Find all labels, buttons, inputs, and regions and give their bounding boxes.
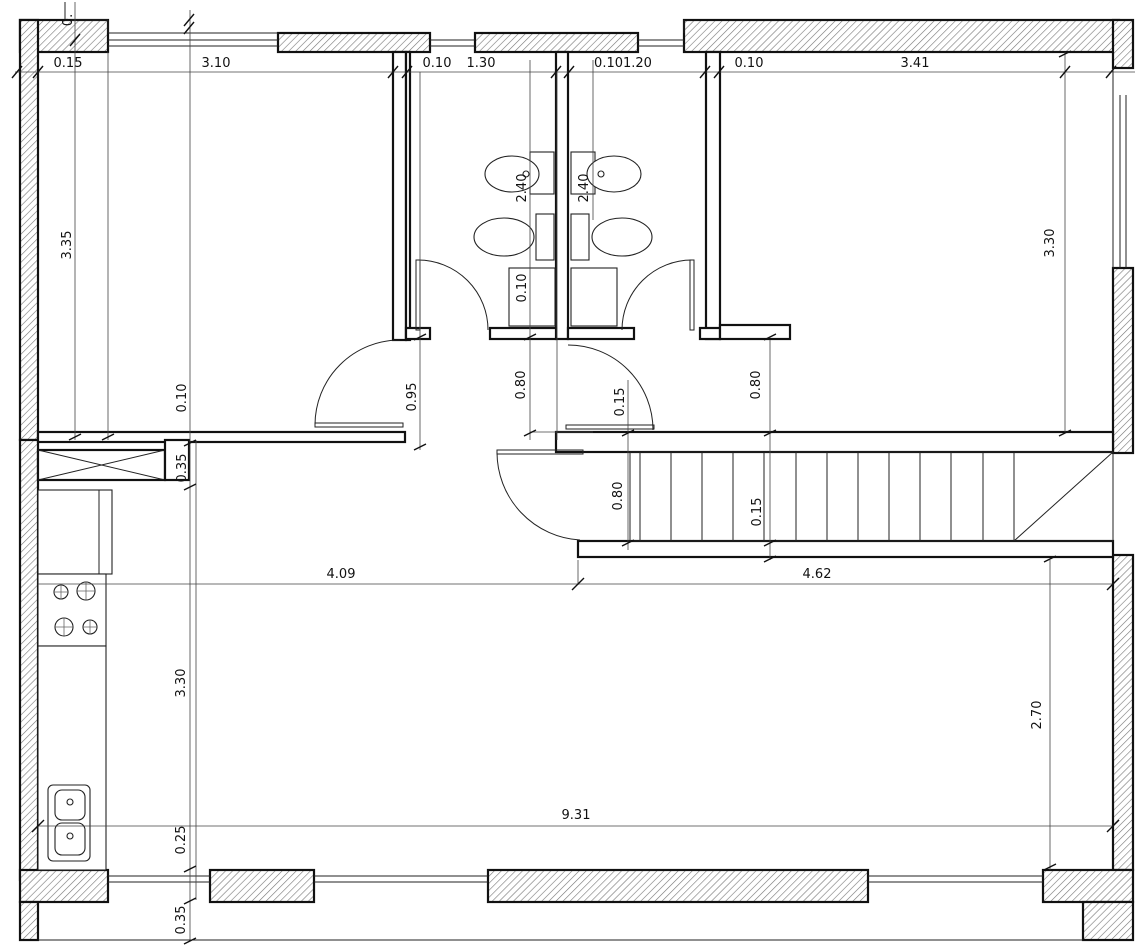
stair-door-leaf[interactable]	[496, 449, 584, 455]
room2-door-swing[interactable]	[567, 344, 654, 431]
top-frame	[64, 2, 685, 34]
bath2-toilet-icon	[591, 217, 653, 257]
room2-door-leaf[interactable]	[565, 424, 655, 430]
dim-room2-depth: 3.30	[1043, 229, 1058, 258]
dim-bottom-outer: 0.35	[174, 906, 189, 935]
bath-divider-wall	[554, 50, 570, 341]
sink-drain-icon	[66, 832, 74, 840]
right-window	[1112, 68, 1127, 268]
dim-corridor-wall: 0.10	[175, 384, 190, 413]
right-wall-mid	[1111, 266, 1135, 455]
stair-treads	[639, 452, 1015, 541]
dim-room2-door: 0.80	[749, 371, 764, 400]
walls	[18, 2, 1135, 942]
stair-outline	[629, 451, 1114, 542]
left-wall-lower	[18, 438, 40, 882]
bottom-wall-mid1	[208, 868, 316, 904]
bath1-bottom-wall	[488, 326, 558, 341]
bath2-right-wall	[704, 50, 722, 341]
room1-right-wall	[391, 50, 408, 342]
stair-bottom-wall	[576, 539, 1115, 559]
room2-bottom-left-wall	[718, 323, 792, 341]
dim-total-width: 9.31	[562, 808, 591, 823]
doors	[314, 259, 695, 541]
dim-living-right-width: 4.62	[803, 567, 832, 582]
stair-landing-diag	[1013, 451, 1114, 542]
sink-drain-icon	[66, 798, 74, 806]
dim-bath1-depth: 2.40	[515, 174, 530, 203]
dim-bottom-wall: 0.25	[174, 826, 189, 855]
bath2-door-jamb	[698, 326, 722, 341]
bath2-shower-tray	[570, 267, 618, 327]
bottom-wall-right	[1041, 868, 1135, 904]
dim-stair-landing: 0.80	[611, 482, 626, 511]
top-wall-mid2	[473, 31, 640, 54]
dim-room1-width: 3.10	[202, 56, 231, 71]
dim-pantry-wall: 0.35	[175, 454, 190, 483]
dim-living-right-depth: 2.70	[1030, 701, 1045, 730]
fixtures	[37, 151, 653, 871]
left-wall-upper	[18, 18, 40, 442]
bath1-door-leaf[interactable]	[415, 259, 421, 331]
dim-bath1-width: 1.30	[467, 56, 496, 71]
room2-bottom-wall	[554, 430, 1115, 454]
dim-top-wall: 0.	[61, 14, 76, 26]
bath2-bidet-drain	[597, 170, 605, 178]
top-wall-right	[682, 18, 1121, 54]
room1-bottom-wall	[36, 430, 407, 444]
dim-room2-width: 3.41	[901, 56, 930, 71]
bottom-foot-left	[18, 900, 40, 942]
top-window-mid	[430, 39, 684, 47]
dim-bath2-width: 0.101.20	[594, 56, 652, 71]
dimension-lines	[11, 2, 1135, 945]
room1-door-swing[interactable]	[314, 339, 401, 426]
dim-living-left-width: 4.09	[327, 567, 356, 582]
bath2-toilet-tank	[570, 213, 590, 261]
bath2-bottom-wall	[566, 326, 636, 341]
bath1-left-wall	[404, 50, 412, 342]
fridge-box	[37, 489, 113, 575]
room1-door-leaf[interactable]	[314, 422, 404, 428]
bottom-wall-mid2	[486, 868, 870, 904]
dim-room2-wall: 0.10	[735, 56, 764, 71]
bath2-door-leaf[interactable]	[689, 259, 695, 331]
dim-door1-width: 0.95	[405, 383, 420, 412]
bath1-toilet-icon	[473, 217, 535, 257]
bath1-bidet-icon	[484, 155, 540, 193]
right-wall-upper	[1111, 18, 1135, 70]
top-window-left	[108, 39, 278, 47]
stove-box	[37, 573, 107, 647]
dim-bath-partition: 0.10	[515, 274, 530, 303]
stair-door-swing[interactable]	[496, 451, 581, 541]
dim-left-wall: 0.15	[54, 56, 83, 71]
bath2-bidet-icon	[586, 155, 642, 193]
dim-living-depth: 3.30	[174, 669, 189, 698]
pantry-stub	[163, 438, 191, 482]
dim-room1-depth: 3.35	[60, 231, 75, 260]
bath1-door-jamb	[404, 326, 432, 341]
bath1-door-swing[interactable]	[417, 259, 489, 331]
bottom-windows	[108, 875, 1043, 883]
bath1-bidet-drain	[522, 170, 530, 178]
bath1-toilet-tank	[535, 213, 555, 261]
top-wall-mid1	[276, 31, 432, 54]
dim-corridor-width: 0.80	[514, 371, 529, 400]
bath2-door-swing[interactable]	[621, 259, 693, 331]
bottom-foot-right	[1081, 900, 1135, 942]
pantry-cross	[37, 449, 166, 481]
dimension-labels: 0. 0.15 3.10 0.10 1.30 0.101.20 0.10 3.4…	[54, 14, 1058, 935]
burner-icon-group	[53, 581, 98, 637]
staircase	[629, 451, 1114, 542]
dim-stair-wall: 0.15	[750, 498, 765, 527]
bottom-wall-left	[18, 868, 110, 904]
dim-partition-a: 0.15	[613, 388, 628, 417]
dim-bath2-depth: 2.40	[577, 174, 592, 203]
bath1-shower-tray	[508, 267, 556, 327]
dim-bath1-wall: 0.10	[423, 56, 452, 71]
